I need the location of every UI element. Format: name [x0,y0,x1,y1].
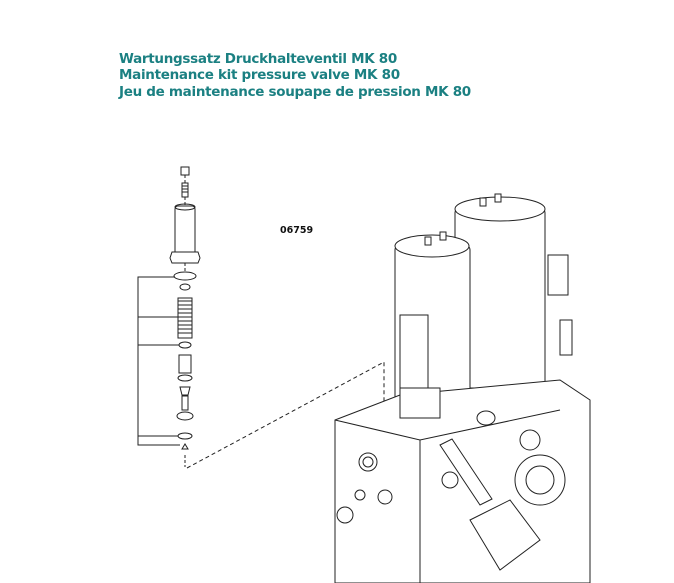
title-french: Jeu de maintenance soupape de pression M… [119,84,471,100]
valve-parts-exploded [169,166,201,467]
title-english: Maintenance kit pressure valve MK 80 [119,67,400,83]
spring [177,297,193,339]
drawing-number: 06759 [280,225,314,236]
kit-bracket [137,276,180,446]
pump-unit-illustration [334,193,591,583]
title-german: Wartungssatz Druckhalteventil MK 80 [119,51,397,67]
